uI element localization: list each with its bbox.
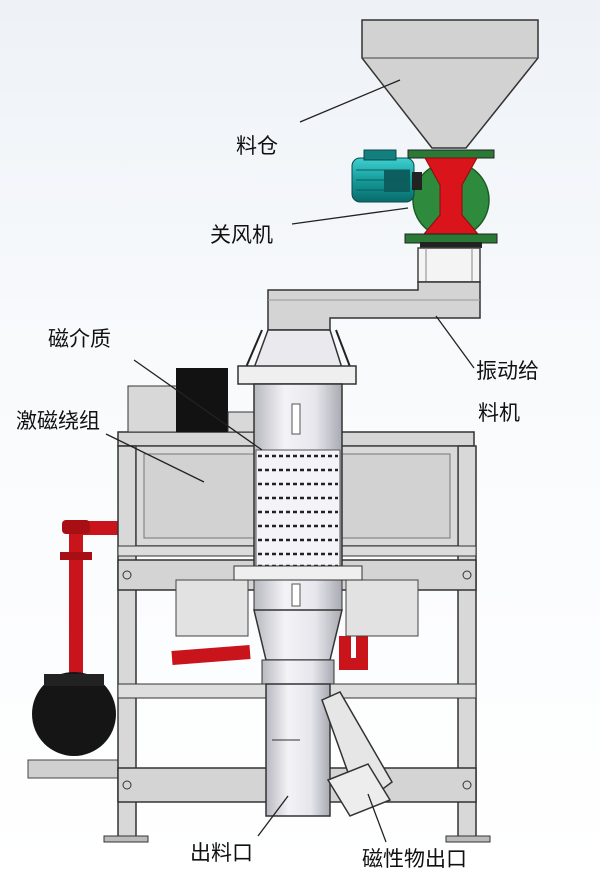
separation-column xyxy=(233,329,363,685)
label-vibrating-feeder-line1: 振动给 xyxy=(476,359,539,383)
leader-airlock xyxy=(291,207,409,225)
label-vibrating-feeder-line2: 料机 xyxy=(478,401,520,425)
label-excitation-coil: 激磁绕组 xyxy=(16,409,100,433)
label-material-outlet: 出料口 xyxy=(190,841,253,865)
leader-matrix xyxy=(133,359,263,451)
pump xyxy=(27,672,125,779)
main-frame xyxy=(103,431,491,843)
cooling-pipe xyxy=(60,520,368,680)
airlock-motor xyxy=(351,149,422,203)
leader-hopper xyxy=(299,79,401,123)
magnetic-matrix xyxy=(255,449,341,571)
vibrating-feeder xyxy=(267,247,481,331)
leader-coil xyxy=(105,433,205,483)
leader-lines xyxy=(105,79,475,843)
label-magnetic-outlet: 磁性物出口 xyxy=(362,847,467,871)
magnetic-outlet-chute xyxy=(321,691,393,817)
material-outlet-pipe xyxy=(265,683,331,817)
label-airlock: 关风机 xyxy=(210,223,273,247)
label-magnetic-medium: 磁介质 xyxy=(48,327,111,351)
leader-feeder xyxy=(435,315,475,369)
leader-magnetic-outlet xyxy=(367,793,387,843)
control-box xyxy=(127,368,255,433)
airlock-feeder xyxy=(404,149,498,248)
leader-material-outlet xyxy=(257,795,289,837)
label-hopper: 料仓 xyxy=(236,134,278,158)
hopper xyxy=(361,19,539,149)
